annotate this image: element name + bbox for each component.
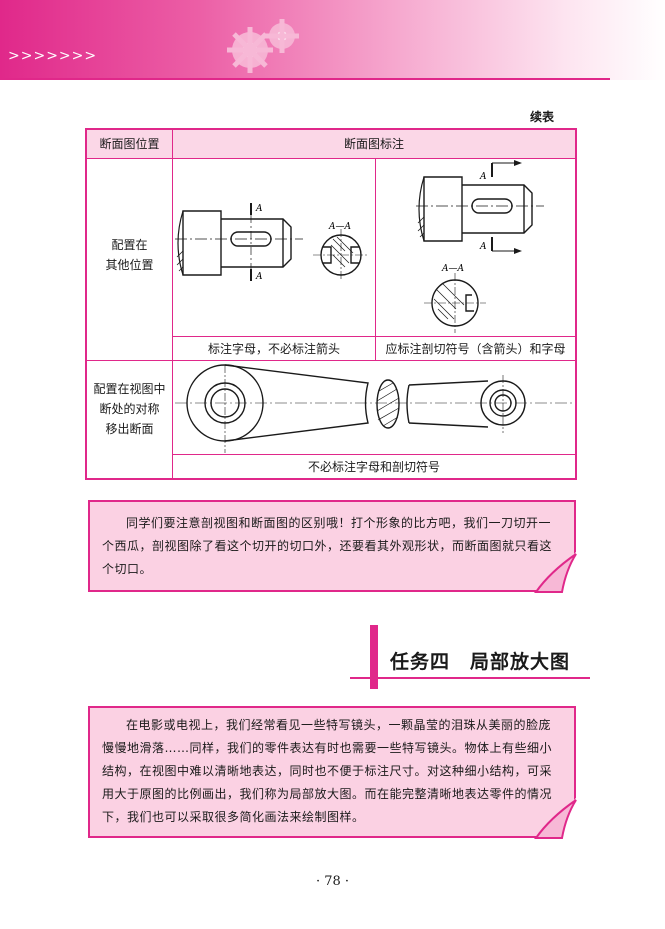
fig-letter-a: A — [479, 172, 487, 182]
fig-letter-a: A — [255, 204, 263, 214]
row2-label-line3: 移出断面 — [105, 422, 154, 436]
row2-label-line1: 配置在视图中 — [93, 382, 166, 396]
continued-label: 续表 — [530, 110, 555, 124]
table-rule — [87, 360, 575, 361]
row1-caption-left: 标注字母，不必标注箭头 — [207, 342, 340, 356]
table-rule — [172, 336, 575, 337]
table-rule — [375, 158, 376, 360]
section-accent-bar — [370, 625, 378, 689]
row1-caption-right: 应标注剖切符号（含箭头）和字母 — [385, 342, 566, 356]
row1-label-line2: 其他位置 — [105, 258, 154, 272]
table-rule — [87, 158, 575, 159]
page-fold-icon — [534, 798, 577, 839]
page-fold-icon — [534, 552, 577, 593]
connecting-rod-figure — [175, 364, 573, 453]
table-rule — [172, 454, 575, 455]
header-band — [0, 0, 665, 80]
fig-letter-a: A — [479, 242, 487, 252]
table-header-bg — [87, 130, 575, 158]
gears-icon — [227, 19, 299, 73]
row2-caption: 不必标注字母和剖切符号 — [307, 460, 440, 474]
row1-label-line1: 配置在 — [111, 238, 148, 252]
fig-section-label: A—A — [328, 222, 351, 232]
page-number: · 78 · — [315, 874, 350, 889]
fig-section-label: A—A — [441, 264, 464, 274]
col1-header: 断面图位置 — [99, 137, 160, 151]
table-rule — [172, 130, 173, 478]
shaft-section-figure-right: A A A—A — [416, 160, 544, 333]
fig-letter-a: A — [255, 272, 263, 282]
col2-header: 断面图标注 — [343, 137, 404, 151]
section-annotation-table: 断面图位置 断面图标注 配置在 其他位置 标注字母，不必标注箭头 应标注剖切符号… — [85, 128, 577, 480]
tip-note-text: 同学们要注意剖视图和断面图的区别哦！打个形象的比方吧，我们一刀切开一个西瓜，剖视… — [102, 516, 553, 576]
header-rule — [0, 78, 610, 80]
row2-label-line2: 断处的对称 — [99, 402, 160, 416]
section-underline — [350, 677, 590, 679]
section-title: 任务四 局部放大图 — [390, 651, 571, 673]
shaft-section-figure-left: A A A—A — [175, 203, 369, 282]
intro-note-text: 在电影或电视上，我们经常看见一些特写镜头，一颗晶莹的泪珠从美丽的脸庞慢慢地滑落…… — [102, 718, 553, 824]
chevrons-decoration: >>>>>>> — [8, 48, 98, 64]
tip-note-box: 同学们要注意剖视图和断面图的区别哦！打个形象的比方吧，我们一刀切开一个西瓜，剖视… — [88, 500, 576, 592]
intro-note-box: 在电影或电视上，我们经常看见一些特写镜头，一颗晶莹的泪珠从美丽的脸庞慢慢地滑落…… — [88, 706, 576, 838]
